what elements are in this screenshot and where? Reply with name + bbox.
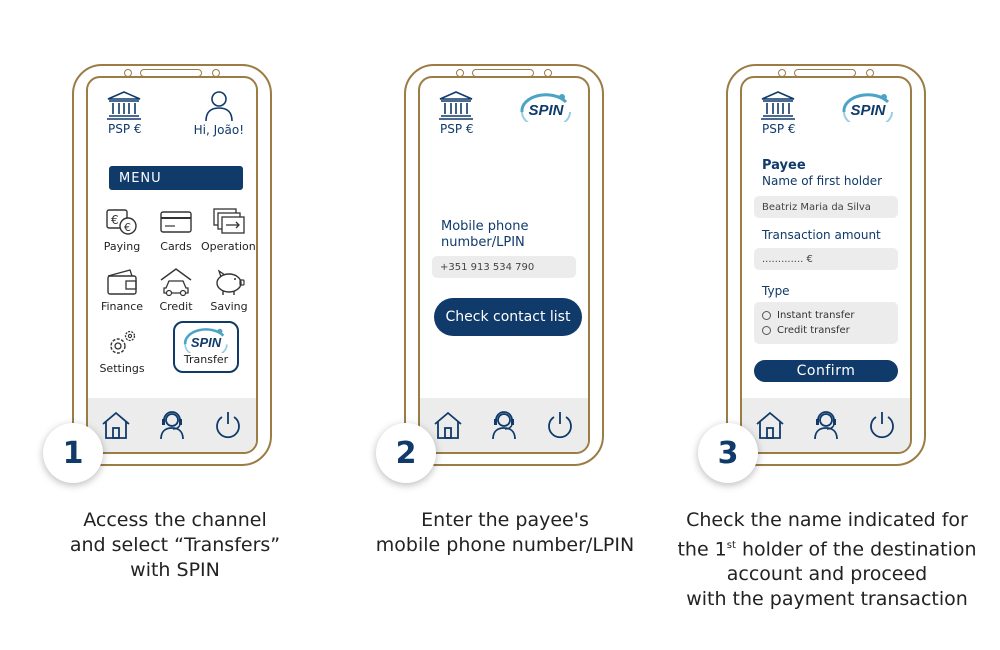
spin-logo-icon [516,92,576,122]
card-icon [160,211,192,233]
menu-item-label: Operations [201,240,258,253]
user-icon[interactable] [204,90,234,122]
caption-fragment: holder of the destination [735,538,977,561]
phone-screen-2: PSP € Mobile phone number/LPIN +351 913 … [418,76,590,454]
psp-account-label[interactable]: PSP € [440,122,474,136]
spin-logo [838,92,898,122]
radio-label: Instant transfer [777,310,855,321]
menu-item-cards[interactable]: Cards [148,206,204,253]
menu-item-label: Paying [103,240,141,253]
power-icon[interactable] [212,409,244,441]
caption-line: with the payment transaction [686,588,968,611]
caption-line: the 1st holder of the destination [672,533,982,562]
menu-item-label: Finance [100,300,144,313]
user-greeting[interactable]: Hi, João! [193,123,244,137]
support-agent-icon[interactable] [810,409,842,441]
step-number-2: 2 [376,423,436,483]
bottom-nav-bar [420,398,588,452]
menu-item-label: Cards [160,240,192,253]
caption-ordinal-suffix: st [726,540,736,551]
caption-line: Access the channel [83,509,267,531]
transfer-type-options: Instant transfer Credit transfer [754,302,898,344]
menu-item-settings[interactable]: Settings [94,328,150,375]
mobile-number-input[interactable]: +351 913 534 790 [432,256,576,278]
psp-account-label[interactable]: PSP € [762,122,796,136]
house-car-icon [160,268,192,297]
radio-circle-icon [762,311,771,320]
menu-item-label: Settings [99,362,145,375]
menu-item-label: Saving [210,300,248,313]
power-icon[interactable] [544,409,576,441]
gears-icon [110,330,136,354]
spin-logo-icon [838,92,898,122]
home-icon[interactable] [100,409,132,441]
mobile-field-label-line1: Mobile phone [441,219,529,234]
amount-input[interactable]: ............. € [754,248,898,270]
phone-screen-1: PSP € Hi, João! MENU € € Paying Cards [86,76,258,454]
payee-heading: Payee [762,158,806,173]
power-icon[interactable] [866,409,898,441]
caption-line: account and proceed [726,563,928,586]
step-3-caption: Check the name indicated for the 1st hol… [672,508,982,612]
menu-header[interactable]: MENU [109,166,243,190]
menu-item-transfer-spin[interactable]: Transfer [173,321,239,373]
holder-name-field: Beatriz Maria da Silva [754,196,898,218]
mobile-field-label-line2: number/LPIN [441,235,525,250]
caption-line: and select “Transfers” [69,534,281,556]
step-1-caption: Access the channel and select “Transfers… [40,508,310,583]
bank-icon [760,90,796,120]
radio-instant-transfer[interactable]: Instant transfer [762,310,854,321]
menu-item-finance[interactable]: Finance [94,266,150,313]
piggy-bank-icon [216,269,245,295]
menu-item-credit[interactable]: Credit [148,266,204,313]
euro-coins-icon: € € [106,209,137,235]
mobile-field-label: Mobile phone number/LPIN [441,219,528,251]
spin-logo [516,92,576,122]
menu-item-paying[interactable]: € € Paying [94,206,150,253]
svg-text:€: € [111,213,119,227]
home-icon[interactable] [432,409,464,441]
menu-item-saving[interactable]: Saving [201,266,256,313]
operations-icon [213,208,245,234]
confirm-button[interactable]: Confirm [754,360,898,382]
caption-fragment: the 1 [677,538,727,561]
first-holder-label: Name of first holder [762,174,883,188]
radio-circle-icon [762,326,771,335]
bottom-nav-bar [88,398,256,452]
step-number-1: 1 [43,423,103,483]
phone-mockup-3: PSP € Payee Name of first holder Beatriz… [726,64,926,466]
menu-item-operations[interactable]: Operations [201,206,258,253]
menu-item-label: Credit [159,300,193,313]
caption-line: mobile phone number/LPIN [375,534,635,556]
caption-line: Check the name indicated for [686,509,968,531]
step-number-3: 3 [698,423,758,483]
phone-screen-3: PSP € Payee Name of first holder Beatriz… [740,76,912,454]
support-agent-icon[interactable] [156,409,188,441]
psp-account-label[interactable]: PSP € [108,122,142,136]
bank-icon [106,90,142,120]
spin-logo-icon [180,327,232,353]
support-agent-icon[interactable] [488,409,520,441]
radio-credit-transfer[interactable]: Credit transfer [762,325,850,336]
caption-line: with SPIN [130,559,220,581]
check-contact-list-button[interactable]: Check contact list [434,298,582,336]
svg-text:€: € [124,221,131,234]
bottom-nav-bar [742,398,910,452]
phone-mockup-2: PSP € Mobile phone number/LPIN +351 913 … [404,64,604,466]
radio-label: Credit transfer [777,325,850,336]
caption-line: Enter the payee's [421,509,589,531]
bank-icon [438,90,474,120]
wallet-icon [107,269,137,295]
home-icon[interactable] [754,409,786,441]
type-label: Type [762,284,790,298]
amount-label: Transaction amount [762,228,881,242]
menu-item-label: Transfer [183,353,229,366]
phone-mockup-1: PSP € Hi, João! MENU € € Paying Cards [72,64,272,466]
step-2-caption: Enter the payee's mobile phone number/LP… [355,508,655,558]
